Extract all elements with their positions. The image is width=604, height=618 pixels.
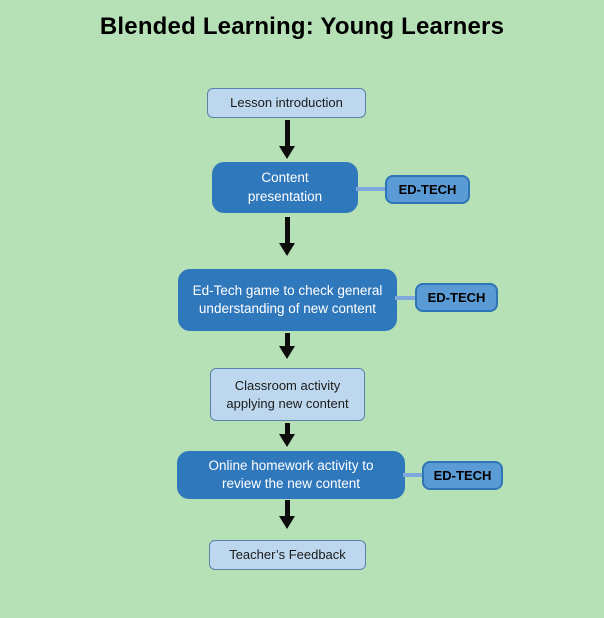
flow-node-content-presentation: Content presentation xyxy=(212,162,358,213)
connector-line xyxy=(403,473,424,477)
node-label: Ed-Tech game to check general understand… xyxy=(192,282,383,316)
flow-node-edtech-game: Ed-Tech game to check general understand… xyxy=(178,269,397,331)
node-label: Online homework activity to review the n… xyxy=(208,457,374,491)
arrow-shaft xyxy=(284,217,290,243)
ed-tech-badge: ED-TECH xyxy=(422,461,503,490)
arrow-head xyxy=(279,146,295,159)
down-arrow-icon xyxy=(279,423,295,447)
flow-node-lesson-introduction: Lesson introduction xyxy=(207,88,366,118)
connector-line xyxy=(395,296,417,300)
arrow-head xyxy=(279,346,295,359)
ed-tech-badge: ED-TECH xyxy=(385,175,470,204)
node-label: Content presentation xyxy=(247,170,323,204)
down-arrow-icon xyxy=(279,120,295,159)
flow-node-classroom-activity: Classroom activity applying new content xyxy=(210,368,365,421)
down-arrow-icon xyxy=(279,333,295,359)
arrow-head xyxy=(279,243,295,256)
connector-line xyxy=(356,187,387,191)
arrow-shaft xyxy=(284,120,290,146)
arrow-shaft xyxy=(284,423,290,434)
down-arrow-icon xyxy=(279,217,295,256)
node-label: Teacher’s Feedback xyxy=(229,547,346,563)
diagram-title: Blended Learning: Young Learners xyxy=(99,13,505,40)
arrow-shaft xyxy=(284,333,290,346)
arrow-head xyxy=(279,434,295,447)
flow-node-online-homework: Online homework activity to review the n… xyxy=(177,451,405,499)
node-label: Classroom activity applying new content xyxy=(226,377,349,411)
arrow-shaft xyxy=(284,500,290,516)
ed-tech-badge: ED-TECH xyxy=(415,283,498,312)
down-arrow-icon xyxy=(279,500,295,529)
node-label: Lesson introduction xyxy=(230,95,343,111)
flow-node-teachers-feedback: Teacher’s Feedback xyxy=(209,540,366,570)
arrow-head xyxy=(279,516,295,529)
